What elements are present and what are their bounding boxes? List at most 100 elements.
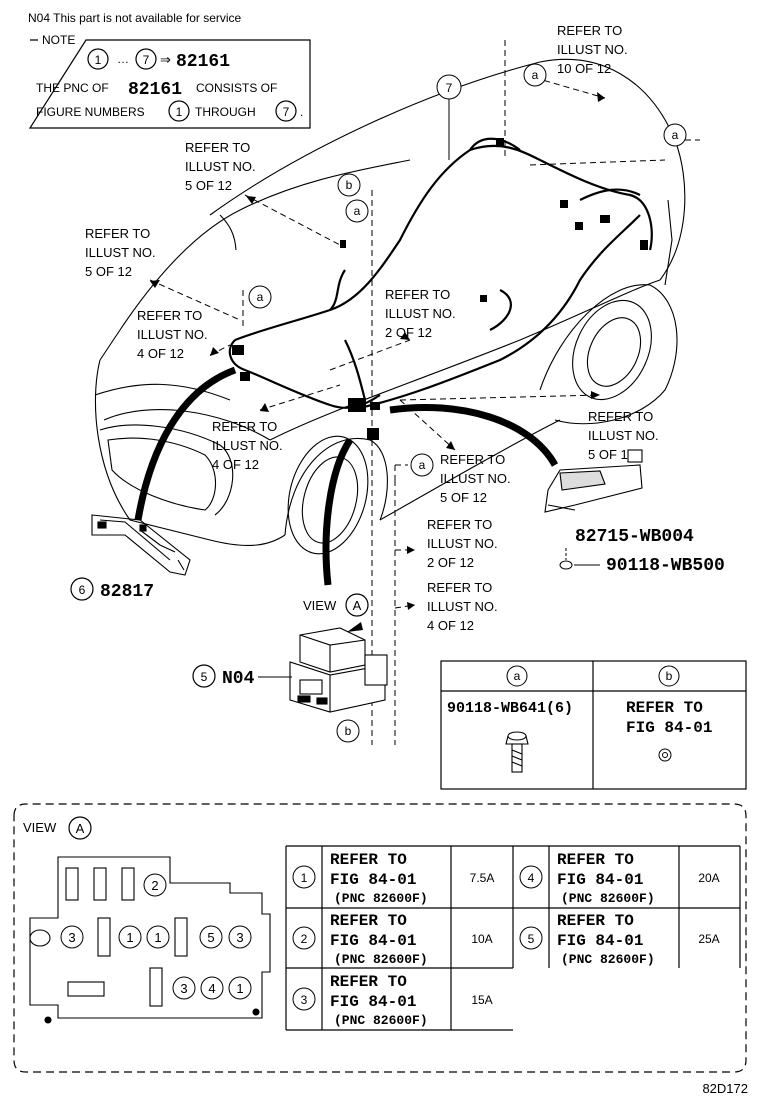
svg-text:4 OF 12: 4 OF 12 bbox=[137, 346, 184, 361]
svg-text:5: 5 bbox=[201, 670, 208, 684]
part-82817-label: 6 82817 bbox=[70, 577, 154, 602]
part-n04-label: 5 N04 bbox=[192, 664, 292, 689]
note-line2-prefix: THE PNC OF bbox=[36, 81, 109, 95]
svg-text:5 OF 12: 5 OF 12 bbox=[85, 264, 132, 279]
note-arrow: ⇒ bbox=[160, 52, 171, 67]
nut-icon bbox=[658, 748, 672, 762]
view-a-panel-letter: A bbox=[76, 821, 85, 836]
svg-text:A: A bbox=[353, 598, 362, 613]
fuse-marker: 4 bbox=[208, 981, 215, 996]
svg-text:7.5A: 7.5A bbox=[470, 871, 495, 885]
svg-text:2 OF 12: 2 OF 12 bbox=[385, 325, 432, 340]
callout-a-mid: a bbox=[345, 199, 369, 223]
svg-text:REFER TO: REFER TO bbox=[427, 580, 492, 595]
svg-text:5: 5 bbox=[528, 932, 535, 946]
svg-text:REFER TO: REFER TO bbox=[330, 851, 407, 869]
svg-text:REFER TO: REFER TO bbox=[85, 226, 150, 241]
part-90118-wb500-label: 90118-WB500 bbox=[606, 556, 725, 576]
note-title: NOTE bbox=[42, 33, 75, 47]
svg-text:ILLUST NO.: ILLUST NO. bbox=[185, 159, 256, 174]
fuse-marker: 1 bbox=[126, 930, 133, 945]
svg-text:10A: 10A bbox=[471, 932, 492, 946]
note-line3-start: 1 bbox=[176, 105, 183, 119]
svg-text:REFER TO: REFER TO bbox=[330, 973, 407, 991]
note-line2-suffix: CONSISTS OF bbox=[196, 81, 277, 95]
fuse-marker: 3 bbox=[180, 981, 187, 996]
svg-text:(PNC 82600F): (PNC 82600F) bbox=[561, 952, 655, 967]
svg-text:…: … bbox=[117, 52, 129, 66]
fuse-marker: 1 bbox=[154, 930, 161, 945]
svg-text:2 OF 12: 2 OF 12 bbox=[427, 555, 474, 570]
refer-label-4of12-center: REFER TO ILLUST NO. 4 OF 12 bbox=[212, 419, 283, 472]
svg-text:(PNC 82600F): (PNC 82600F) bbox=[561, 891, 655, 906]
svg-text:2: 2 bbox=[301, 932, 308, 946]
fastener-col-a: a bbox=[514, 669, 521, 683]
svg-text:FIG 84-01: FIG 84-01 bbox=[330, 993, 416, 1011]
svg-text:ILLUST NO.: ILLUST NO. bbox=[588, 428, 659, 443]
svg-text:a: a bbox=[672, 128, 679, 142]
svg-text:REFER TO: REFER TO bbox=[185, 140, 250, 155]
refer-label-5of12-upper: REFER TO ILLUST NO. 5 OF 12 bbox=[185, 140, 256, 193]
fastener-table: a b 90118-WB641(6) REFER TO FIG 84-01 bbox=[440, 660, 747, 790]
fuse-row-1: 1 REFER TO FIG 84-01 (PNC 82600F) 7.5A bbox=[292, 851, 495, 906]
part-leader-arcs bbox=[134, 366, 559, 586]
svg-text:1: 1 bbox=[301, 871, 308, 885]
note-box: NOTE 1 … 7 ⇒ 82161 THE PNC OF 82161 CONS… bbox=[28, 33, 311, 129]
svg-text:REFER TO: REFER TO bbox=[427, 517, 492, 532]
bracket-82817-drawing bbox=[91, 514, 191, 576]
svg-text:ILLUST NO.: ILLUST NO. bbox=[557, 42, 628, 57]
fuse-marker: 1 bbox=[236, 981, 243, 996]
fuse-row-5: 5 REFER TO FIG 84-01 (PNC 82600F) 25A bbox=[519, 912, 720, 967]
view-a-panel: VIEW A bbox=[13, 803, 747, 1073]
callout-a-left: a bbox=[248, 285, 272, 309]
note-line3-mid: THROUGH bbox=[195, 105, 256, 119]
note-line3-prefix: FIGURE NUMBERS bbox=[36, 105, 145, 119]
fastener-col-b: b bbox=[666, 669, 673, 683]
svg-text:REFER TO: REFER TO bbox=[212, 419, 277, 434]
svg-text:25A: 25A bbox=[698, 932, 719, 946]
screw-icon bbox=[559, 548, 600, 570]
svg-text:FIG 84-01: FIG 84-01 bbox=[330, 932, 416, 950]
svg-text:(PNC 82600F): (PNC 82600F) bbox=[334, 891, 428, 906]
svg-text:82817: 82817 bbox=[100, 582, 154, 602]
svg-text:(PNC 82600F): (PNC 82600F) bbox=[334, 952, 428, 967]
svg-text:ILLUST NO.: ILLUST NO. bbox=[137, 327, 208, 342]
svg-text:a: a bbox=[257, 290, 264, 304]
svg-text:(PNC 82600F): (PNC 82600F) bbox=[334, 1013, 428, 1028]
svg-text:REFER TO: REFER TO bbox=[385, 287, 450, 302]
view-a-panel-label: VIEW bbox=[23, 820, 57, 835]
svg-text:FIG 84-01: FIG 84-01 bbox=[330, 871, 416, 889]
svg-text:a: a bbox=[354, 204, 361, 218]
fastener-a-part: 90118-WB641(6) bbox=[447, 700, 573, 717]
callout-b-top: b bbox=[337, 173, 361, 197]
bolt-icon bbox=[505, 731, 529, 773]
view-a-label: VIEW A bbox=[303, 593, 369, 632]
fastener-b-line2: FIG 84-01 bbox=[626, 719, 712, 737]
svg-text:a: a bbox=[419, 458, 426, 472]
svg-text:6: 6 bbox=[79, 583, 86, 597]
svg-text:5 OF 12: 5 OF 12 bbox=[440, 490, 487, 505]
svg-text:5 OF 12: 5 OF 12 bbox=[588, 447, 635, 462]
svg-text:b: b bbox=[345, 724, 352, 738]
leader-arrows bbox=[150, 92, 605, 610]
fuse-marker: 5 bbox=[207, 930, 214, 945]
fuse-marker: 2 bbox=[151, 878, 158, 893]
figure-7-callout: 7 bbox=[436, 74, 462, 100]
part-82715-label: 82715-WB004 bbox=[575, 527, 694, 547]
svg-text:4 OF 12: 4 OF 12 bbox=[212, 457, 259, 472]
svg-text:REFER TO: REFER TO bbox=[330, 912, 407, 930]
svg-text:REFER TO: REFER TO bbox=[588, 409, 653, 424]
fuse-marker: 3 bbox=[236, 930, 243, 945]
svg-text:REFER TO: REFER TO bbox=[557, 912, 634, 930]
svg-text:REFER TO: REFER TO bbox=[557, 851, 634, 869]
svg-text:5 OF 12: 5 OF 12 bbox=[185, 178, 232, 193]
refer-label-5of12-right: REFER TO ILLUST NO. 5 OF 12 bbox=[588, 409, 659, 462]
fuse-block-n04-drawing bbox=[289, 627, 388, 713]
fastener-b-line1: REFER TO bbox=[626, 699, 703, 717]
fuse-row-2: 2 REFER TO FIG 84-01 (PNC 82600F) 10A bbox=[292, 912, 493, 967]
svg-text:ILLUST NO.: ILLUST NO. bbox=[212, 438, 283, 453]
